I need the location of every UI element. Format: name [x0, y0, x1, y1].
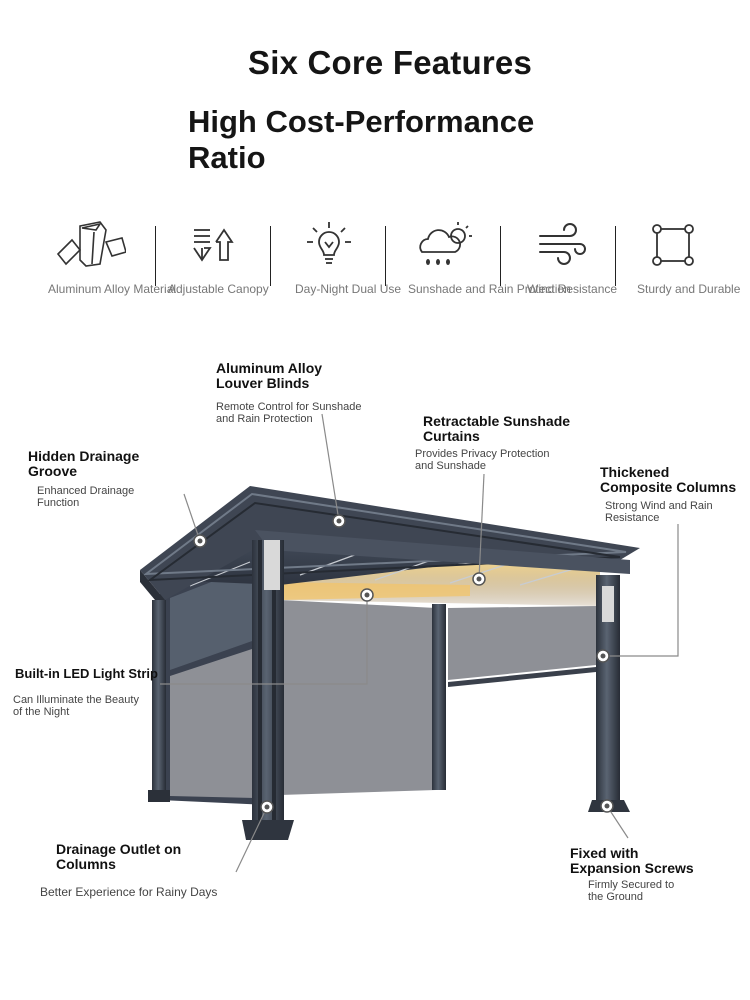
led-strip: [275, 582, 470, 600]
light-bulb-icon: [307, 222, 351, 264]
roof-edge-line: [142, 492, 627, 576]
page-title: Six Core Features: [247, 44, 532, 81]
feature-divider: [155, 226, 156, 286]
callout-drainage-groove-sub-line2: Function: [37, 497, 80, 509]
callout-leader-lines: [160, 413, 679, 873]
callout-drainage-groove-title: Hidden Drainage Groove: [28, 449, 139, 479]
callout-curtains-sub-line2: and Sunshade: [415, 460, 486, 472]
callout-columns-sub: Strong Wind and Rain Resistance: [605, 500, 713, 524]
frame-square-icon: [652, 224, 694, 266]
subtitle-line2: Ratio: [188, 140, 266, 175]
callout-outlet-sub-line1: Better Experience for Rainy Days: [40, 885, 218, 899]
callout-screws-title-line1: Fixed with: [570, 845, 639, 861]
right-curtain: [448, 606, 596, 680]
right-curtain-bar: [448, 667, 596, 687]
wind-icon: [539, 223, 586, 265]
callout-columns-title-line1: Thickened: [600, 464, 670, 480]
back-left-column: [152, 600, 166, 796]
callout-led-sub-line1: Can Illuminate the Beauty: [13, 694, 139, 706]
callout-louver-title-line1: Aluminum Alloy: [216, 360, 323, 376]
adjust-arrows-icon: [193, 228, 234, 262]
callout-louver-sub-line1: Remote Control for Sunshade: [216, 401, 362, 413]
callout-louver-title-line2: Louver Blinds: [216, 375, 310, 391]
callout-outlet-title: Drainage Outlet on Columns: [56, 842, 181, 872]
left-upper-panel: [170, 565, 255, 670]
callout-led-title: Built-in LED Light Strip: [15, 666, 158, 681]
callout-columns-sub-line2: Resistance: [605, 512, 660, 524]
callout-outlet-title-line2: Columns: [56, 856, 116, 872]
callout-drainage-groove-sub: Enhanced Drainage Function: [37, 485, 134, 509]
column-lamp: [264, 540, 280, 590]
callout-led-sub-line2: of the Night: [13, 706, 70, 718]
feature-label-4: Sunshade and Rain Protection: [408, 282, 571, 296]
column-lamp: [602, 586, 614, 622]
center-post: [432, 604, 446, 790]
callout-outlet-sub: Better Experience for Rainy Days: [40, 886, 217, 898]
callout-curtains-title-line2: Curtains: [423, 428, 480, 444]
front-beam: [255, 530, 630, 574]
callout-curtains-title-line1: Retractable Sunshade: [423, 413, 571, 429]
callout-curtains-sub: Provides Privacy Protection and Sunshade: [415, 448, 550, 472]
callout-led-sub: Can Illuminate the Beauty of the Night: [13, 694, 139, 718]
sun-cloud-rain-icon: [419, 222, 472, 265]
callout-screws-title-line2: Expansion Screws: [570, 860, 694, 876]
feature-label-3: Day-Night Dual Use: [295, 282, 402, 296]
left-curtain: [170, 648, 255, 798]
feature-label-2: Adjustable Canopy: [168, 282, 269, 296]
callout-led-title-line1: Built-in LED Light Strip: [15, 666, 158, 681]
callout-columns-title: Thickened Composite Columns: [600, 465, 736, 495]
callout-dots: [193, 514, 614, 814]
column-groove: [272, 540, 276, 820]
callout-columns-title-line2: Composite Columns: [600, 479, 737, 495]
feature-divider: [385, 226, 386, 286]
callout-drainage-groove-sub-line1: Enhanced Drainage: [37, 485, 135, 497]
callout-louver-title: Aluminum Alloy Louver Blinds: [216, 361, 322, 391]
callout-screws-sub: Firmly Secured to the Ground: [588, 879, 674, 903]
callout-drainage-groove-title-line2: Groove: [28, 463, 78, 479]
callout-curtains-sub-line1: Provides Privacy Protection: [415, 448, 550, 460]
page-subtitle: High Cost-Performance Ratio: [188, 104, 608, 176]
back-left-base: [148, 790, 170, 802]
callout-columns-sub-line1: Strong Wind and Rain: [605, 500, 713, 512]
aluminum-blocks-icon: [56, 221, 126, 267]
column-groove: [258, 540, 262, 820]
feature-label-1: Aluminum Alloy Material: [48, 282, 177, 296]
callout-screws-sub-line1: Firmly Secured to: [588, 879, 675, 891]
front-left-base: [242, 820, 294, 840]
callout-louver-sub: Remote Control for Sunshade and Rain Pro…: [216, 401, 362, 425]
front-curtain: [280, 600, 436, 795]
feature-divider: [615, 226, 616, 286]
callout-outlet-title-line1: Drainage Outlet on: [56, 841, 182, 857]
callout-drainage-groove-title-line1: Hidden Drainage: [28, 448, 140, 464]
feature-divider: [270, 226, 271, 286]
feature-divider: [500, 226, 501, 286]
callout-curtains-title: Retractable Sunshade Curtains: [423, 414, 570, 444]
feature-label-5: Wind Resistance: [527, 282, 618, 296]
subtitle-line1: High Cost-Performance: [188, 104, 535, 139]
callout-screws-title: Fixed with Expansion Screws: [570, 846, 694, 876]
callout-screws-sub-line2: the Ground: [588, 891, 644, 903]
callout-louver-sub-line2: and Rain Protection: [216, 413, 313, 425]
feature-label-6: Sturdy and Durable: [637, 282, 741, 296]
